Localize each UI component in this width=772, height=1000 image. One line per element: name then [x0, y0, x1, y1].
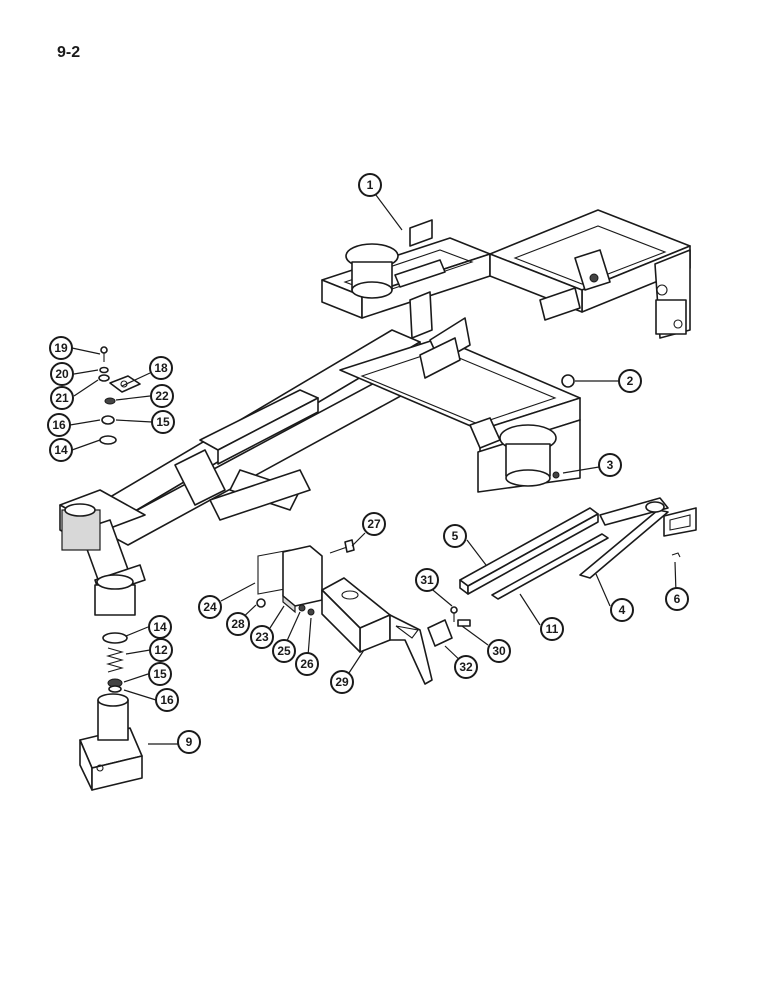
- spring-stack: [102, 632, 128, 693]
- svg-text:31: 31: [420, 573, 434, 587]
- main-frame: [59, 209, 691, 616]
- svg-text:15: 15: [156, 415, 170, 429]
- svg-text:14: 14: [54, 443, 68, 457]
- callout-28: 28: [226, 612, 250, 636]
- svg-text:15: 15: [153, 667, 167, 681]
- callout-4: 4: [610, 598, 634, 622]
- callout-27: 27: [362, 512, 386, 536]
- svg-text:2: 2: [627, 374, 634, 388]
- callout-24: 24: [198, 595, 222, 619]
- pin-and-block-group: [427, 606, 471, 647]
- svg-text:9: 9: [186, 735, 193, 749]
- pivot-housing: [79, 693, 143, 791]
- callout-32: 32: [454, 655, 478, 679]
- svg-text:32: 32: [459, 660, 473, 674]
- svg-text:24: 24: [203, 600, 217, 614]
- svg-text:16: 16: [52, 418, 66, 432]
- mounting-bracket-group: [256, 539, 355, 616]
- svg-text:21: 21: [55, 391, 69, 405]
- callout-1: 1: [358, 173, 382, 197]
- callout-5: 5: [443, 524, 467, 548]
- svg-text:23: 23: [255, 630, 269, 644]
- small-nut-parts: [552, 374, 575, 479]
- svg-text:25: 25: [277, 644, 291, 658]
- callout-2: 2: [618, 369, 642, 393]
- svg-text:28: 28: [231, 617, 245, 631]
- callout-20: 20: [50, 362, 74, 386]
- callout-15-upper: 15: [151, 410, 175, 434]
- svg-text:4: 4: [619, 603, 626, 617]
- callout-12: 12: [149, 638, 173, 662]
- callout-11: 11: [540, 617, 564, 641]
- svg-text:16: 16: [160, 693, 174, 707]
- small-hardware-group: [98, 346, 141, 445]
- callout-3: 3: [598, 453, 622, 477]
- hitch-clevis: [321, 577, 433, 685]
- svg-text:30: 30: [492, 644, 506, 658]
- page-number: 9-2: [57, 44, 81, 61]
- callout-23: 23: [250, 625, 274, 649]
- svg-text:29: 29: [335, 675, 349, 689]
- svg-text:14: 14: [153, 620, 167, 634]
- callout-21: 21: [50, 386, 74, 410]
- svg-text:26: 26: [300, 657, 314, 671]
- callout-25: 25: [272, 639, 296, 663]
- callout-31: 31: [415, 568, 439, 592]
- callout-16-upper: 16: [47, 413, 71, 437]
- svg-text:3: 3: [607, 458, 614, 472]
- callout-14-lower: 14: [148, 615, 172, 639]
- callout-16-lower: 16: [155, 688, 179, 712]
- svg-text:18: 18: [154, 361, 168, 375]
- bars-and-tongue: [459, 497, 697, 600]
- callout-19: 19: [49, 336, 73, 360]
- svg-text:20: 20: [55, 367, 69, 381]
- svg-text:5: 5: [452, 529, 459, 543]
- callout-9: 9: [177, 730, 201, 754]
- svg-text:1: 1: [367, 178, 374, 192]
- callout-6: 6: [665, 587, 689, 611]
- callout-15-lower: 15: [148, 662, 172, 686]
- callout-14-upper: 14: [49, 438, 73, 462]
- callout-30: 30: [487, 639, 511, 663]
- svg-text:19: 19: [54, 341, 68, 355]
- callout-29: 29: [330, 670, 354, 694]
- svg-text:22: 22: [155, 389, 169, 403]
- svg-text:11: 11: [546, 622, 559, 636]
- svg-text:27: 27: [367, 517, 381, 531]
- callout-18: 18: [149, 356, 173, 380]
- svg-text:6: 6: [674, 592, 681, 606]
- svg-text:12: 12: [154, 643, 168, 657]
- callout-26: 26: [295, 652, 319, 676]
- leader-lines: [69, 186, 677, 745]
- callout-22: 22: [150, 384, 174, 408]
